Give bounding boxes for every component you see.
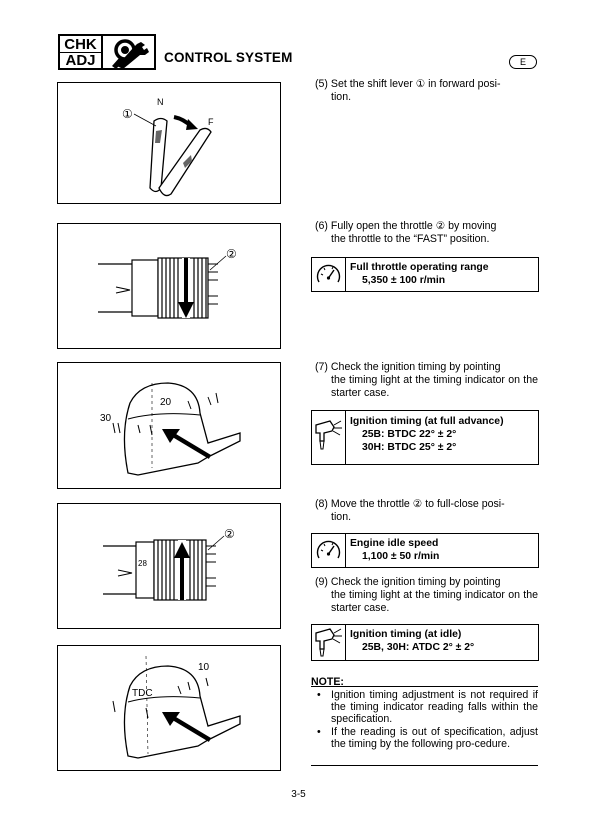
step-text: Check the ignition timing by pointing (330, 576, 501, 588)
spec-title: Full throttle operating range (350, 262, 489, 273)
grip-mark-28: 28 (138, 559, 147, 568)
step-number: (5) (315, 78, 328, 90)
label-neutral: N (157, 97, 164, 107)
spec-value: 1,100 ± 50 r/min (362, 551, 440, 562)
throttle-grip-open-illustration: ② (98, 247, 237, 319)
step-text-cont: the throttle to the “FAST” position. (331, 233, 490, 245)
throttle-grip-closed-illustration: 28 ② (103, 527, 235, 601)
step-text-cont: tion. (331, 91, 352, 103)
scale-10: 10 (198, 662, 210, 673)
note-title: NOTE: (311, 676, 344, 688)
spec-value-25b: 25B: BTDC 22° ± 2° (362, 429, 457, 440)
step-text: Check the ignition timing by pointing (330, 361, 501, 373)
step-text: Move the throttle ② to full-close posi- (330, 498, 505, 510)
figure-shift-lever: ① N F (57, 82, 281, 204)
note-item: • Ignition timing adjustment is not requ… (317, 689, 538, 726)
scale-30: 30 (100, 413, 112, 424)
figure-throttle-closed: 28 ② (57, 503, 281, 629)
spec-idle-speed: Engine idle speed 1,100 ± 50 r/min (311, 533, 539, 568)
spec-value-30h: 30H: BTDC 25° ± 2° (362, 442, 457, 453)
spec-timing-idle: Ignition timing (at idle) 25B, 30H: ATDC… (311, 624, 539, 661)
note-bottom-rule (311, 765, 538, 766)
tachometer-icon (312, 258, 346, 291)
callout-2-b: ② (224, 527, 235, 541)
spec-full-throttle: Full throttle operating range 5,350 ± 10… (311, 257, 539, 292)
timing-indicator-idle-illustration: TDC 10 (112, 655, 241, 759)
language-badge: E (509, 55, 537, 69)
figure-timing-idle: TDC 10 (57, 645, 281, 771)
step-7: (7) Check the ignition timing by pointin… (315, 361, 538, 400)
wrench-inspect-icon (112, 39, 149, 69)
page-title: CONTROL SYSTEM (164, 50, 293, 65)
callout-2: ② (226, 247, 237, 261)
section-icon-box (103, 34, 156, 70)
note-list: • Ignition timing adjustment is not requ… (311, 689, 538, 750)
spec-title: Engine idle speed (350, 538, 439, 549)
note-divider (311, 686, 538, 687)
page-number: 3-5 (291, 789, 306, 800)
chk-adj-badge: CHK ADJ (58, 34, 103, 70)
timing-light-icon (312, 411, 346, 464)
step-number: (9) (315, 576, 328, 588)
figure-throttle-open: ② (57, 223, 281, 349)
step-text-cont: the timing light at the timing indicator… (331, 374, 538, 399)
timing-light-icon (312, 625, 346, 660)
step-number: (7) (315, 361, 328, 373)
spec-title: Ignition timing (at idle) (350, 629, 462, 640)
figure-timing-full-advance: 30 20 (57, 362, 281, 489)
spec-value: 5,350 ± 100 r/min (362, 275, 446, 286)
spec-timing-full-advance: Ignition timing (at full advance) 25B: B… (311, 410, 539, 465)
scale-20: 20 (160, 397, 172, 408)
step-6: (6) Fully open the throttle ② by moving … (315, 220, 538, 246)
tachometer-icon (312, 534, 346, 567)
shift-lever-illustration: ① N F (122, 97, 214, 197)
step-5: (5) Set the shift lever ① in forward pos… (315, 78, 538, 104)
step-text: Fully open the throttle ② by moving (330, 220, 497, 232)
step-number: (6) (315, 220, 328, 232)
badge-chk: CHK (60, 36, 101, 53)
step-8: (8) Move the throttle ② to full-close po… (315, 498, 538, 524)
spec-title: Ignition timing (at full advance) (350, 416, 504, 427)
step-number: (8) (315, 498, 328, 510)
spec-value: 25B, 30H: ATDC 2° ± 2° (362, 642, 475, 653)
badge-adj: ADJ (65, 52, 96, 69)
note-item: • If the reading is out of specification… (317, 725, 538, 750)
callout-1: ① (122, 107, 133, 121)
step-text: Set the shift lever ① in forward posi- (330, 78, 501, 90)
step-text-cont: the timing light at the timing indicator… (331, 589, 538, 614)
timing-indicator-full-illustration: 30 20 (100, 382, 241, 476)
step-9: (9) Check the ignition timing by pointin… (315, 576, 538, 615)
step-text-cont: tion. (331, 511, 352, 523)
label-forward: F (208, 117, 214, 127)
label-tdc: TDC (132, 688, 153, 699)
